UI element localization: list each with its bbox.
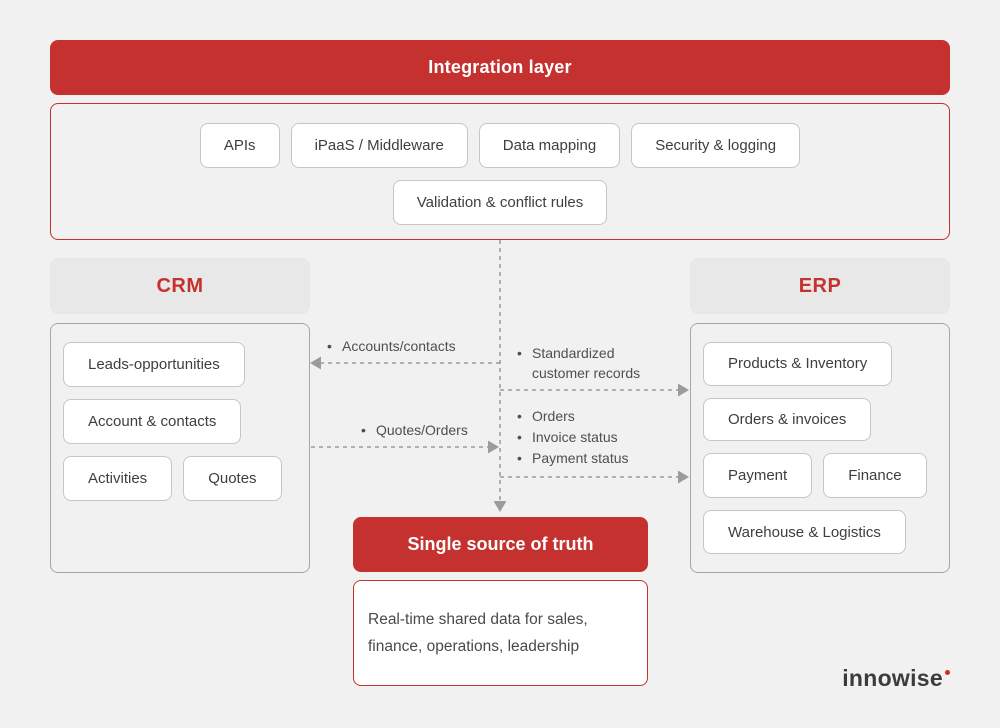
label-erp-status-list: Orders Invoice status Payment status (516, 406, 629, 469)
crm-title: CRM (156, 274, 204, 297)
single-source-of-truth-title: Single source of truth (407, 534, 594, 554)
innowise-logo-text: innowise (842, 665, 943, 691)
chip-payment: Payment (703, 453, 813, 499)
chip-activities: Activities (63, 456, 173, 501)
erp-box: Products & Inventory Orders & invoices P… (690, 323, 950, 573)
label-standardized-records: Standardized customer records (516, 343, 672, 383)
arrowhead-right-erp-records (678, 383, 689, 397)
arrowhead-right-hub (488, 440, 499, 454)
arrowhead-right-erp-status (678, 470, 689, 484)
chip-leads-opportunities: Leads-opportunities (63, 342, 245, 387)
chip-products-inventory: Products & Inventory (703, 342, 893, 386)
erp-chip-pair: Payment Finance (703, 453, 927, 499)
label-payment-status: Payment status (516, 448, 629, 469)
erp-title: ERP (798, 274, 842, 297)
crm-chip-pair: Activities Quotes (63, 456, 282, 501)
single-source-of-truth-banner: Single source of truth (353, 517, 648, 572)
chip-ipaas-middleware: iPaaS / Middleware (290, 123, 468, 168)
arrowhead-down-ssot (493, 501, 507, 512)
integration-layer-banner: Integration layer (50, 40, 950, 95)
chip-security-logging: Security & logging (631, 123, 801, 168)
chip-finance: Finance (823, 453, 927, 499)
crm-header: CRM (50, 258, 310, 314)
integration-layer-title: Integration layer (428, 57, 572, 77)
chip-account-contacts: Account & contacts (63, 399, 242, 444)
ssot-description-text: Real-time shared data for sales, finance… (368, 611, 588, 655)
label-quotes-orders-text: Quotes/Orders (360, 420, 468, 440)
label-standardized-records-text: Standardized customer records (516, 343, 672, 383)
label-quotes-orders: Quotes/Orders (360, 420, 468, 440)
label-orders: Orders (516, 406, 629, 427)
chip-data-mapping: Data mapping (478, 123, 621, 168)
chip-quotes: Quotes (183, 456, 282, 501)
chip-validation-conflict-rules: Validation & conflict rules (392, 180, 608, 225)
innowise-logo-dot-icon (945, 670, 950, 675)
chip-apis: APIs (199, 123, 280, 168)
integration-chip-row-1: APIs iPaaS / Middleware Data mapping Sec… (51, 123, 949, 168)
chip-orders-invoices: Orders & invoices (703, 397, 872, 442)
label-invoice-status: Invoice status (516, 427, 629, 448)
integration-components-box: APIs iPaaS / Middleware Data mapping Sec… (50, 103, 950, 240)
innowise-logo: innowise (842, 665, 950, 692)
label-accounts-contacts: Accounts/contacts (326, 336, 456, 356)
crm-box: Leads-opportunities Account & contacts A… (50, 323, 310, 573)
chip-warehouse-logistics: Warehouse & Logistics (703, 510, 906, 555)
ssot-description-box: Real-time shared data for sales, finance… (353, 580, 648, 686)
erp-header: ERP (690, 258, 950, 314)
arrowhead-left-crm (310, 356, 321, 370)
label-accounts-contacts-text: Accounts/contacts (326, 336, 456, 356)
integration-chip-row-2: Validation & conflict rules (51, 180, 949, 225)
